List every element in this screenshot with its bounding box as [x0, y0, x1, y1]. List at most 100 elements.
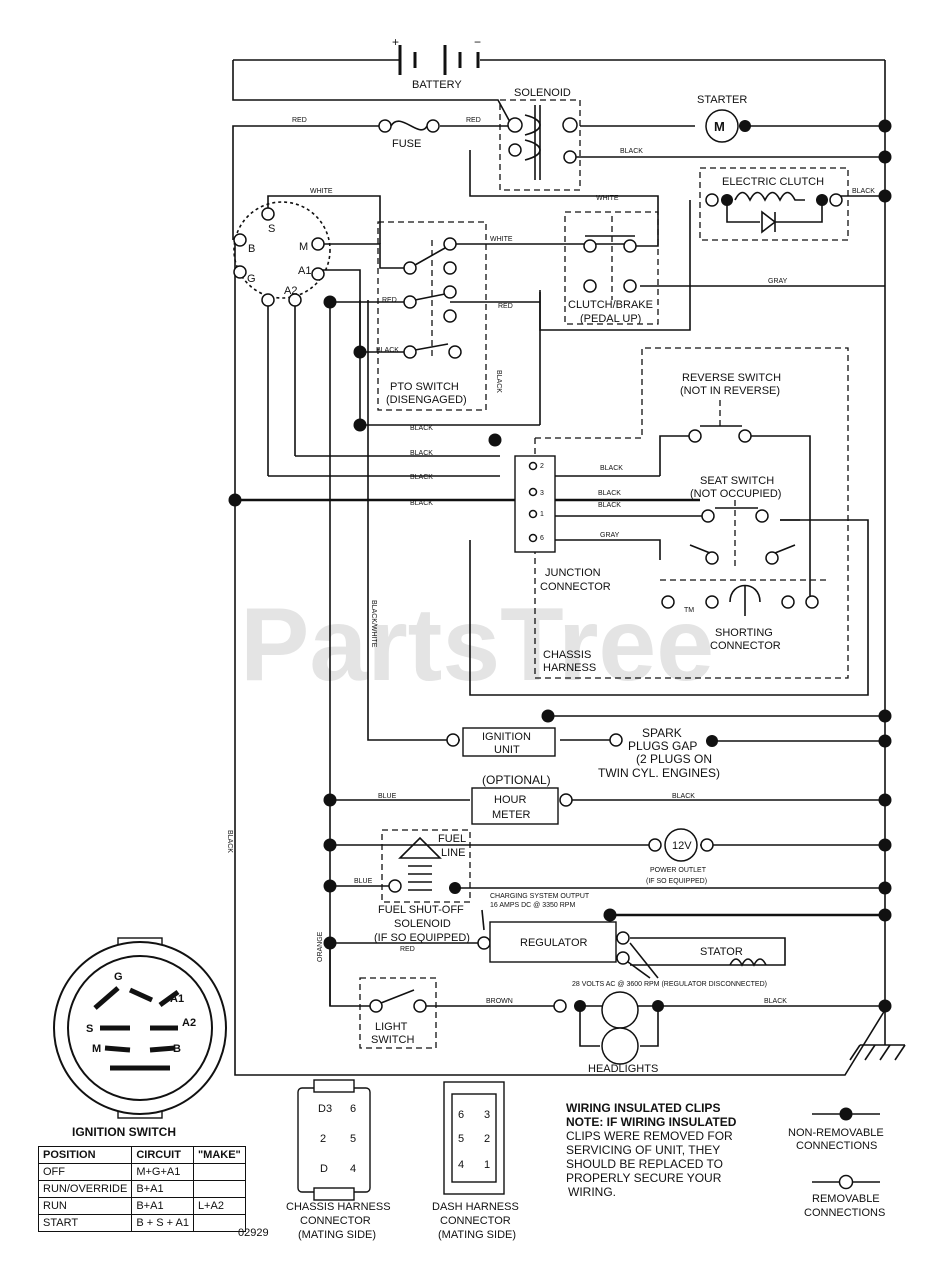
ign-face-s: S	[86, 1023, 93, 1035]
clutch-brake-switch: CLUTCH/BRAKE (PEDAL UP) WHITE GRAY	[564, 195, 788, 325]
table-cell: START	[37, 1214, 133, 1232]
wiring-note-line-6: WIRING.	[568, 1185, 616, 1199]
wire-white-pto-label: WHITE	[490, 236, 513, 243]
chassis-harness-connector: D3 6 2 5 D 4 CHASSIS HARNESS CONNECTOR (…	[286, 1079, 391, 1241]
wiring-note-title: WIRING INSULATED CLIPS	[566, 1101, 720, 1115]
battery-label: BATTERY	[412, 79, 462, 91]
chassis-pin-5: D	[320, 1163, 328, 1175]
main-wires	[232, 59, 906, 1076]
wire-black-left-label: BLACK	[226, 830, 233, 853]
terminal-g: G	[247, 273, 256, 285]
wire-black-light-label: BLACK	[764, 998, 787, 1005]
terminal-a1: A1	[298, 265, 311, 277]
wire-gray-seat-label: GRAY	[600, 532, 620, 539]
wire-red-label-2: RED	[466, 117, 481, 124]
ignition-switch-title: IGNITION SWITCH	[72, 1125, 176, 1139]
chassis-connector-label: CHASSIS HARNESS	[286, 1201, 391, 1213]
wire-white-cb-label: WHITE	[596, 195, 619, 202]
starter: M STARTER BLACK	[620, 94, 751, 155]
chassis-pin-4: 5	[350, 1133, 356, 1145]
solenoid: SOLENOID	[499, 87, 581, 191]
wire-black-seat-label-2: BLACK	[598, 502, 621, 509]
legend-removable-label: REMOVABLE	[812, 1193, 880, 1205]
wire-black-solenoid-label: BLACK	[620, 148, 643, 155]
table-row: RUN/OVERRIDE B+A1	[37, 1180, 246, 1198]
fuel-solenoid-label: FUEL SHUT-OFF	[378, 904, 464, 916]
battery-minus-sign: −	[474, 35, 481, 49]
wire-white-ign-label: WHITE	[310, 188, 333, 195]
headlights: HEADLIGHTS	[553, 991, 664, 1075]
chassis-connector-label-3: (MATING SIDE)	[298, 1229, 376, 1241]
shorting-connector-label-2: CONNECTOR	[710, 640, 781, 652]
dash-pin-5: 4	[458, 1159, 464, 1171]
wire-black-seat-label: BLACK	[598, 490, 621, 497]
ignition-terminal-block: B S M A1 A2 G WHITE	[233, 188, 333, 307]
solenoid-label: SOLENOID	[514, 87, 571, 99]
wire-black-white-label: BLACK/WHITE	[370, 600, 377, 648]
ignition-unit: IGNITION UNIT SPARK PLUGS GAP (2 PLUGS O…	[446, 726, 720, 780]
wire-red-pto-label-2: RED	[498, 303, 513, 310]
dash-pin-3: 5	[458, 1133, 464, 1145]
light-switch-label-2: SWITCH	[371, 1034, 414, 1046]
regulator: CHARGING SYSTEM OUTPUT 16 AMPS DC @ 3350…	[317, 893, 767, 988]
pto-switch-state: (DISENGAGED)	[386, 394, 467, 406]
terminal-b: B	[248, 243, 255, 255]
table-row: START B + S + A1	[37, 1214, 246, 1232]
safety-switch-group: REVERSE SWITCH (NOT IN REVERSE) SEAT SWI…	[534, 347, 849, 679]
junction-pin-3: 3	[540, 490, 544, 497]
table-cell: B + S + A1	[131, 1214, 194, 1232]
charging-output-label: CHARGING SYSTEM OUTPUT	[490, 893, 590, 900]
wiring-note-line-1: NOTE: IF WIRING INSULATED	[566, 1115, 737, 1129]
drawing-number: 02929	[238, 1227, 269, 1239]
starter-label: STARTER	[697, 94, 747, 106]
dash-pin-1: 6	[458, 1109, 464, 1121]
reverse-switch-label: REVERSE SWITCH	[682, 372, 781, 384]
ign-face-a2: A2	[182, 1017, 196, 1029]
pto-switch: PTO SWITCH (DISENGAGED) WHITE RED RED BL…	[376, 221, 513, 411]
wire-blue-fuel-label: BLUE	[354, 878, 373, 885]
starter-motor-m: M	[714, 119, 725, 134]
table-header: "MAKE"	[192, 1146, 246, 1164]
table-cell: L+A2	[192, 1197, 246, 1215]
spark-plugs-label-2: PLUGS GAP	[628, 739, 697, 753]
ac-volts-label: 28 VOLTS AC @ 3600 RPM (REGULATOR DISCON…	[572, 981, 767, 988]
junction-connector-label-2: CONNECTOR	[540, 581, 611, 593]
table-row: OFF M+G+A1	[37, 1163, 246, 1181]
wiring-note-line-3: SERVICING OF UNIT, THEY	[566, 1143, 720, 1157]
wire-black-vert-label: BLACK	[495, 370, 502, 393]
table-row: RUN B+A1 L+A2	[37, 1197, 246, 1215]
watermark-trademark: TM	[684, 607, 694, 614]
chassis-harness-label-2: HARNESS	[543, 662, 596, 674]
wire-red-pto-label: RED	[382, 297, 397, 304]
chassis-pin-3: 2	[320, 1133, 326, 1145]
table-cell: OFF	[37, 1163, 133, 1181]
ign-face-g: G	[114, 971, 123, 983]
wire-blue-hm-label: BLUE	[378, 793, 397, 800]
wire-black-j3-label: BLACK	[410, 474, 433, 481]
battery: + − BATTERY	[392, 35, 481, 91]
table-cell: B+A1	[131, 1180, 194, 1198]
wiring-note-line-4: SHOULD BE REPLACED TO	[566, 1157, 723, 1171]
light-switch-label: LIGHT	[375, 1021, 408, 1033]
chassis-harness-label: CHASSIS	[543, 649, 591, 661]
chassis-pin-6: 4	[350, 1163, 356, 1175]
seat-switch-state: (NOT OCCUPIED)	[690, 488, 781, 500]
wire-brown-label: BROWN	[486, 998, 513, 1005]
hour-meter-label-2: METER	[492, 809, 531, 821]
chassis-pin-2: 6	[350, 1103, 356, 1115]
wire-black-rev-label: BLACK	[600, 465, 623, 472]
fuel-solenoid-label-2: SOLENOID	[394, 918, 451, 930]
headlights-label: HEADLIGHTS	[588, 1063, 658, 1075]
dash-pin-4: 2	[484, 1133, 490, 1145]
ignition-switch-face: G A1 A2 S M B IGNITION SWITCH	[53, 937, 227, 1139]
fuel-solenoid: FUEL LINE FUEL SHUT-OFF SOLENOID (IF SO …	[354, 829, 471, 944]
wire-black-j1-label: BLACK	[410, 425, 433, 432]
dash-connector-label-3: (MATING SIDE)	[438, 1229, 516, 1241]
junction-pin-6: 6	[540, 535, 544, 542]
table-cell: RUN	[37, 1197, 133, 1215]
fuse-label: FUSE	[392, 138, 421, 150]
pto-switch-label: PTO SWITCH	[390, 381, 459, 393]
spark-plugs-label: SPARK	[642, 726, 682, 740]
light-switch: LIGHT SWITCH BROWN BLACK	[359, 977, 787, 1049]
